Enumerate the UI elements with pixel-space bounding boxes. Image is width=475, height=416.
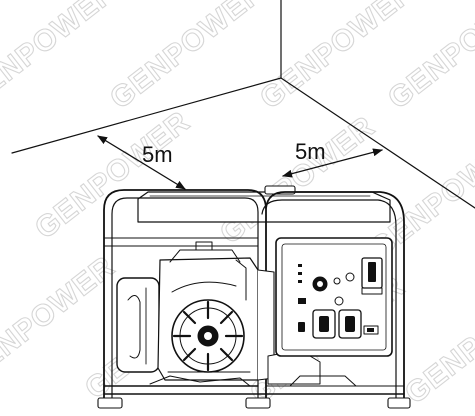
small-indicator bbox=[333, 277, 341, 285]
indicator-light bbox=[298, 280, 302, 283]
indicator-light bbox=[298, 272, 302, 275]
engine bbox=[157, 241, 259, 381]
watermark-text: GENPOWER bbox=[104, 0, 271, 116]
left-clearance-arrow bbox=[97, 135, 186, 190]
room-corner bbox=[11, 0, 475, 209]
left-floor-wall-line bbox=[11, 77, 282, 154]
generator-illustration bbox=[97, 185, 411, 409]
indicator-light bbox=[298, 264, 302, 267]
ground-terminal bbox=[334, 296, 344, 306]
watermark-text: GENPOWER bbox=[214, 110, 381, 251]
right-floor-wall-line bbox=[280, 77, 475, 209]
watermark-text: GENPOWER bbox=[0, 0, 123, 116]
reset-button bbox=[298, 322, 305, 332]
watermark-text: GENPOWER bbox=[399, 270, 475, 411]
dimension-arrows: 5m 5m bbox=[97, 135, 383, 190]
small-button bbox=[345, 272, 355, 282]
tube-frame bbox=[97, 189, 411, 409]
panel-small-switch bbox=[363, 325, 379, 335]
foot-front-right bbox=[387, 397, 411, 409]
control-panel bbox=[275, 237, 393, 357]
foot-front-middle bbox=[245, 397, 271, 409]
right-clearance-arrow bbox=[282, 148, 383, 178]
foot-front-left bbox=[97, 397, 123, 409]
breaker-switch bbox=[298, 298, 306, 304]
muffler bbox=[116, 277, 160, 373]
left-clearance-label: 5m bbox=[142, 142, 173, 167]
right-clearance-label: 5m bbox=[295, 139, 326, 164]
